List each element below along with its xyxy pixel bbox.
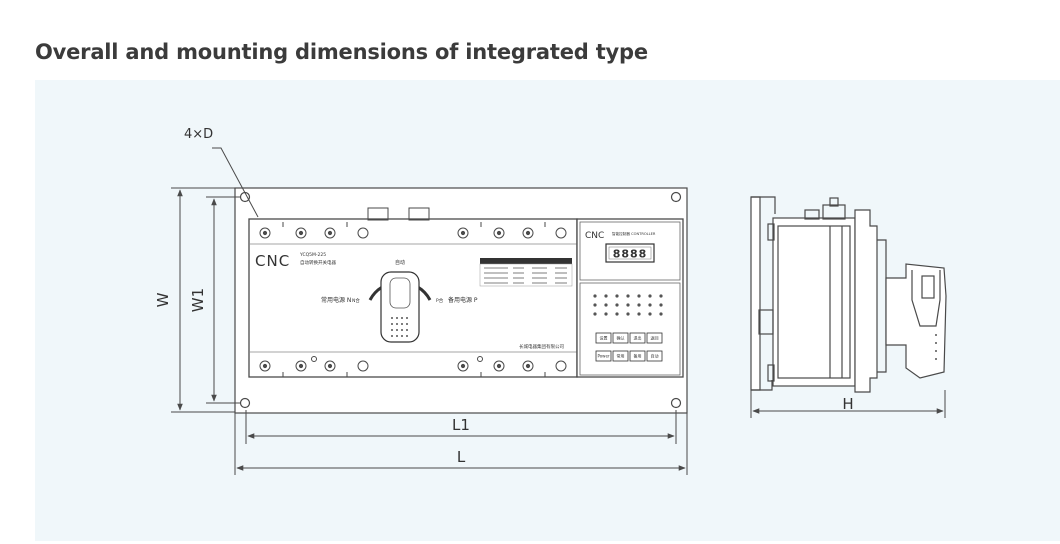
company-name: 长城电器集团有限公司 (519, 343, 564, 350)
controller (576, 218, 684, 378)
bottom-terminals (259, 356, 567, 377)
rotary-handle (368, 271, 432, 343)
side-view (750, 196, 947, 393)
controller-button-label: 设置 (600, 335, 608, 341)
backup-power-label: 备用电源 P (448, 296, 478, 304)
controller-button-label: 返回 (651, 335, 659, 341)
n-on-label: N合 (352, 297, 360, 304)
front-view: CNC YCQ5M-225 自动转换开关电器 自动 常用电源 N N合 P合 备… (234, 187, 688, 414)
mounting-hole-icon (670, 191, 682, 203)
page-title: Overall and mounting dimensions of integ… (35, 40, 648, 64)
mounting-hole-icon (670, 397, 682, 409)
controller-button-label: 备用 (634, 353, 642, 359)
dimension-l1: L1 (452, 416, 470, 434)
top-terminals (259, 222, 567, 239)
controller-button-label: Power (597, 354, 609, 359)
p-on-label: P合 (436, 297, 444, 304)
dimension-lines (171, 147, 946, 475)
brand-logo: CNC (255, 252, 290, 270)
controller-button-label: 确认 (617, 335, 625, 341)
controller-title: 智能控制器 CONTROLLER (612, 231, 656, 236)
model-code: YCQ5M-225 (299, 252, 326, 258)
switch-top-label: 自动 (395, 259, 405, 266)
controller-brand: CNC (585, 231, 604, 241)
spec-table (479, 258, 573, 287)
dimension-l: L (457, 448, 466, 466)
dimension-w: W (154, 292, 172, 307)
dimension-h: H (842, 395, 853, 413)
controller-button-label: 退出 (634, 335, 642, 341)
controller-button-label: 常用 (617, 353, 625, 359)
model-description: 自动转换开关电器 (300, 259, 336, 266)
dimension-4xd: 4×D (184, 127, 213, 142)
normal-power-label: 常用电源 N (321, 296, 351, 304)
controller-button-label: 自动 (651, 353, 659, 359)
display-value: 8888 (613, 248, 648, 261)
dimension-w1: W1 (189, 288, 207, 312)
